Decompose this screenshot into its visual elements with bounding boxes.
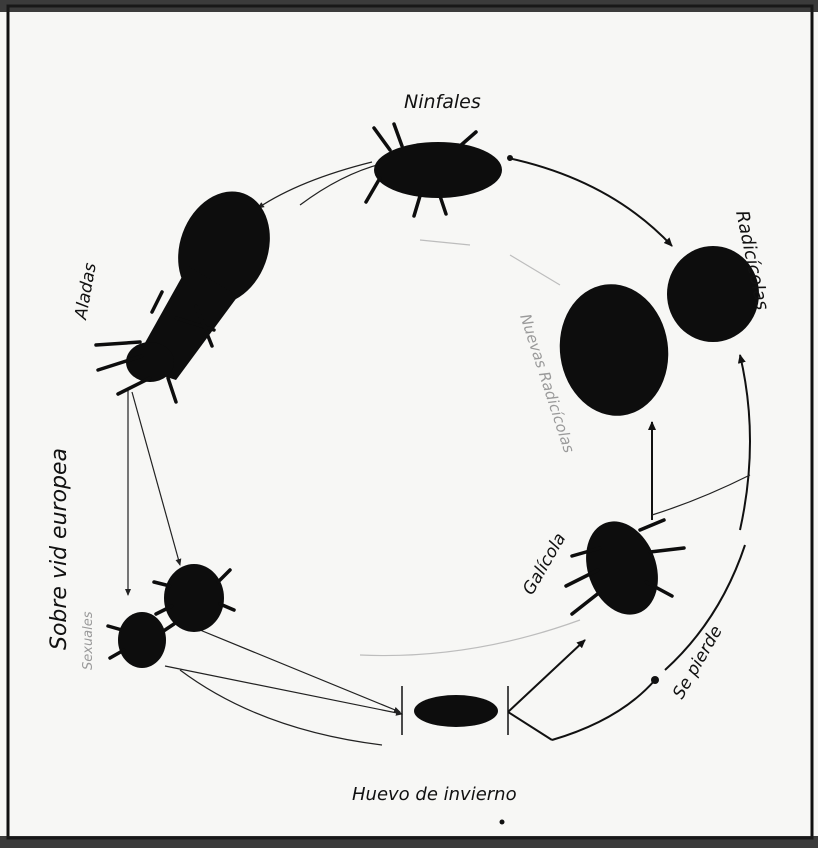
label-galicola: Galícola [519,530,570,599]
top-edge [0,0,818,12]
sexual-female-insect-icon [154,564,234,632]
arc-huevo-to-galicola [508,640,585,712]
arc-galicola-to-radicicolas [740,355,750,530]
speck-dot [500,820,505,825]
faint-line-1 [420,240,470,245]
arc-start-dot [507,155,513,161]
arrow-sexual-to-huevo-1 [200,630,400,712]
nuevas-radicicolas-insect-icon [551,277,676,423]
sexual-male-insect-icon [108,612,174,668]
arc-ninfales-to-aladas [258,162,372,208]
label-ninfales: Ninfales [404,91,481,113]
arc-huevo-branch [508,712,552,740]
label-sexuales: Sexuales [81,611,96,670]
arrow-aladas-to-sexual-2 [132,392,180,565]
arc-sexual-bottom [180,670,382,745]
arc-huevo-to-se-pierde [552,680,655,740]
label-huevo: Huevo de invierno [352,784,517,805]
se-pierde-dot [651,676,659,684]
alada-insect-icon [96,178,285,402]
arc-ninfales-to-radicicolas [508,158,672,246]
arrow-sexual-to-huevo-2 [165,666,402,714]
faint-line-2 [510,255,560,285]
arc-faint-bottom [360,620,580,656]
label-aladas: Aladas [71,261,101,322]
huevo-egg-icon [414,695,498,727]
ninfa-insect-icon [366,124,502,216]
label-sobre-vid: Sobre vid europea [47,448,72,650]
arc-galicola-branch [652,475,750,515]
bottom-edge [0,836,818,848]
galicola-insect-icon [566,511,684,624]
